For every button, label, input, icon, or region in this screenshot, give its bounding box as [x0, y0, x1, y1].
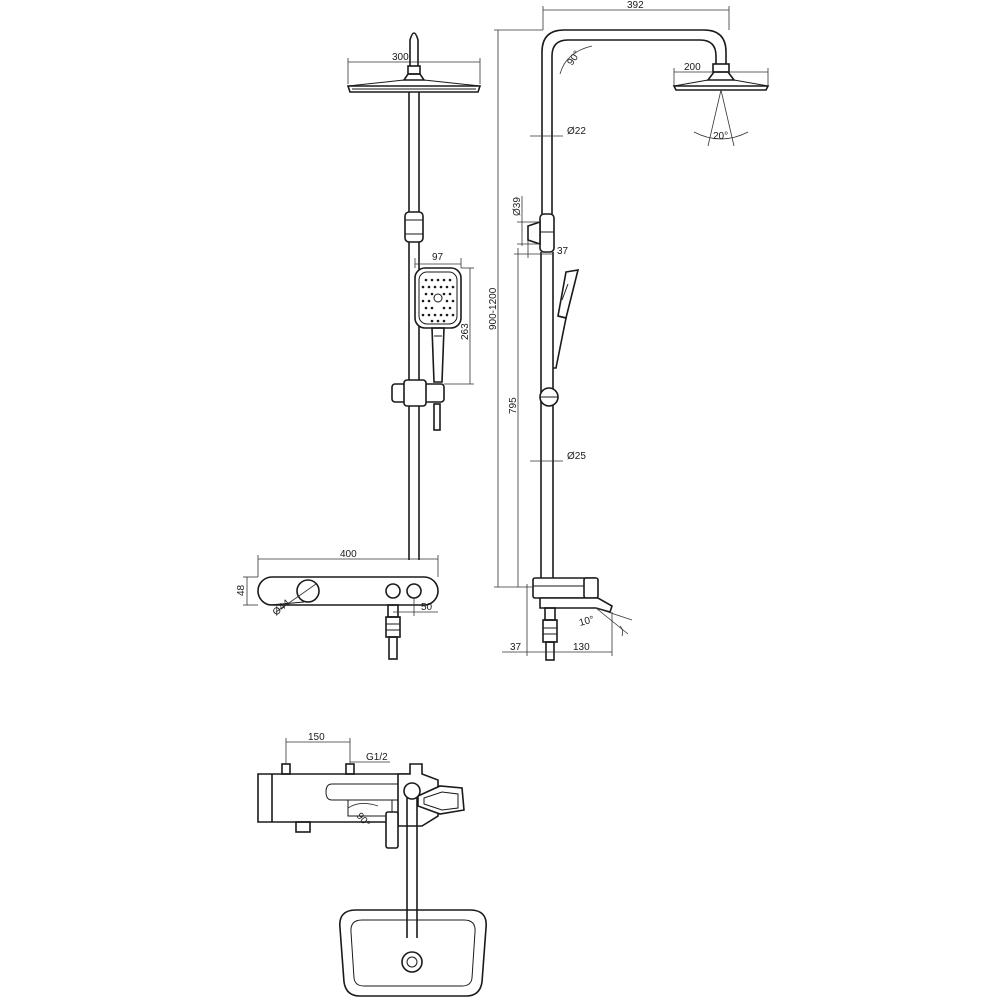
dim-label: 400 — [340, 549, 357, 560]
top-riser-pipe — [403, 782, 421, 938]
dim-label: 90° — [565, 49, 583, 68]
dim-label: 48 — [236, 584, 247, 596]
dim-total-height: 900-1200 — [488, 29, 543, 588]
front-flow-knob-left — [385, 583, 401, 599]
dim-label: 300 — [392, 52, 409, 63]
front-flow-knob-right — [406, 583, 422, 599]
dim-lower-pipe: Ø25 — [530, 451, 586, 462]
top-view: 150 G1/2 90° — [257, 732, 487, 997]
dim-label: 37 — [557, 246, 569, 257]
dim-label: 97 — [432, 252, 444, 263]
dim-thread: G1/2 — [350, 752, 390, 763]
side-lower-pipe — [540, 252, 554, 578]
dim-wall-offset: 37 — [502, 584, 548, 656]
dim-arm-reach: 392 — [542, 0, 730, 30]
top-mixer-body — [257, 763, 421, 833]
dim-bracket-offset: 37 — [514, 240, 569, 258]
dim-label: 50 — [421, 602, 433, 613]
hand-shower-spray-holes — [421, 278, 455, 323]
side-hand-shower — [553, 269, 580, 369]
dim-spray-angle: 20° — [693, 89, 749, 147]
dim-label: 20° — [713, 131, 728, 142]
dim-label: 130 — [573, 642, 590, 653]
front-mixer-shelf — [257, 576, 439, 606]
dim-inlet-spacing: 150 — [285, 732, 351, 764]
dim-label: 150 — [308, 732, 325, 743]
dim-label: Ø25 — [567, 451, 586, 462]
side-upper-pipe — [541, 180, 553, 214]
side-rain-shower-head — [672, 63, 770, 91]
dim-label: 37 — [510, 642, 522, 653]
dim-shelf-width: 400 — [257, 549, 439, 577]
top-spout — [385, 763, 465, 849]
side-slider — [539, 387, 559, 407]
front-view: 300 97 263 400 48 — [236, 32, 482, 660]
dim-hand-height: 263 — [444, 267, 474, 385]
dim-label: G1/2 — [366, 752, 388, 763]
dim-upper-pipe: Ø22 — [530, 126, 586, 137]
front-temperature-knob — [296, 579, 320, 603]
dim-label: 200 — [684, 62, 701, 73]
front-wall-bracket — [404, 211, 424, 243]
dim-spout-length: 130 — [548, 612, 613, 656]
side-view: 392 200 20° 90° Ø22 — [488, 0, 770, 661]
dim-hand-width: 97 — [414, 252, 462, 268]
front-outlet-pipe — [385, 604, 401, 660]
front-arm-end — [409, 32, 419, 66]
front-hand-shower — [414, 267, 462, 383]
dim-bracket-diameter: Ø39 — [512, 196, 540, 246]
dim-side-head-width: 200 — [673, 62, 769, 86]
side-mixer-body — [532, 577, 599, 599]
dim-lower-height: 795 — [508, 248, 519, 587]
dim-front-head-width: 300 — [347, 52, 481, 84]
dim-label: 10° — [578, 614, 595, 629]
dim-label: Ø22 — [567, 126, 586, 137]
dim-shelf-height: 48 — [236, 576, 258, 606]
dim-arm-angle: 90° — [559, 45, 593, 75]
front-riser-pipe — [408, 92, 420, 560]
dim-outlet-offset: 50 — [393, 598, 438, 616]
dim-label: Ø39 — [512, 197, 523, 216]
front-rain-shower-head — [346, 65, 482, 93]
side-bracket — [527, 213, 555, 253]
dim-label: 795 — [508, 397, 519, 414]
top-rain-shower-head — [339, 909, 487, 997]
side-inlet-connection — [542, 607, 558, 661]
dim-label: 392 — [627, 0, 644, 11]
side-shower-arm — [541, 29, 727, 180]
side-bath-spout — [539, 597, 613, 613]
front-slider — [391, 379, 445, 431]
dim-label: 263 — [460, 323, 471, 340]
dim-label: 900-1200 — [488, 287, 499, 330]
dim-spout-angle: 10° — [578, 607, 633, 637]
